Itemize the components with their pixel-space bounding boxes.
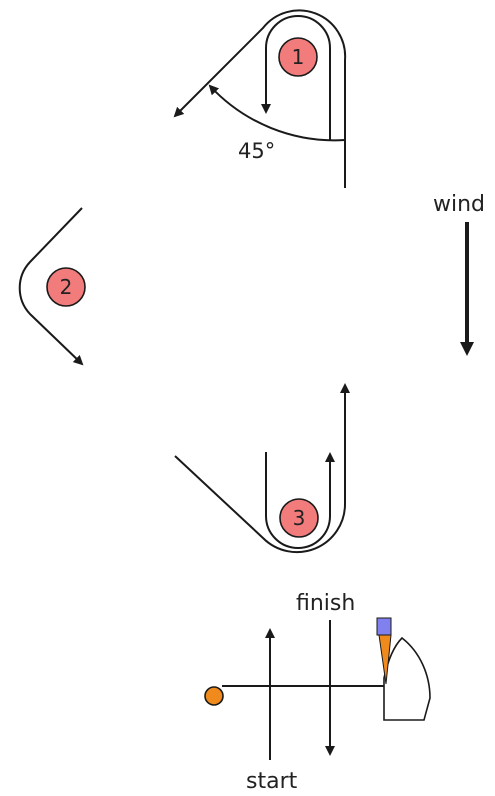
angle-label: 45° (238, 139, 275, 163)
mark-1-group: 1 45° (173, 9, 347, 188)
mark-3-buoy (279, 498, 319, 538)
mark-1-buoy (278, 37, 318, 77)
committee-boat (383, 636, 431, 721)
mark-1-outer-path (173, 9, 347, 188)
start-label: start (246, 769, 298, 794)
mark-3-label: 3 (293, 506, 306, 530)
wind-indicator: wind (433, 192, 485, 356)
mark-2-label: 2 (60, 275, 73, 299)
start-finish-area: finish start (204, 591, 431, 794)
mark-3-outer-path (174, 383, 350, 554)
mark-3-group: 3 (174, 383, 350, 554)
mark-1-label: 1 (292, 45, 305, 69)
flag-blue (376, 617, 392, 636)
finish-label: finish (296, 591, 355, 616)
angle-45-arc (208, 84, 346, 142)
mark-2-buoy (46, 267, 86, 307)
start-buoy (204, 686, 224, 706)
mark-2-path (18, 207, 84, 366)
mark-1-inner-path (261, 15, 331, 140)
wind-label: wind (433, 192, 485, 217)
mark-2-group: 2 (18, 207, 86, 366)
mark-3-inner-path (265, 452, 335, 549)
flag-orange (378, 634, 392, 685)
